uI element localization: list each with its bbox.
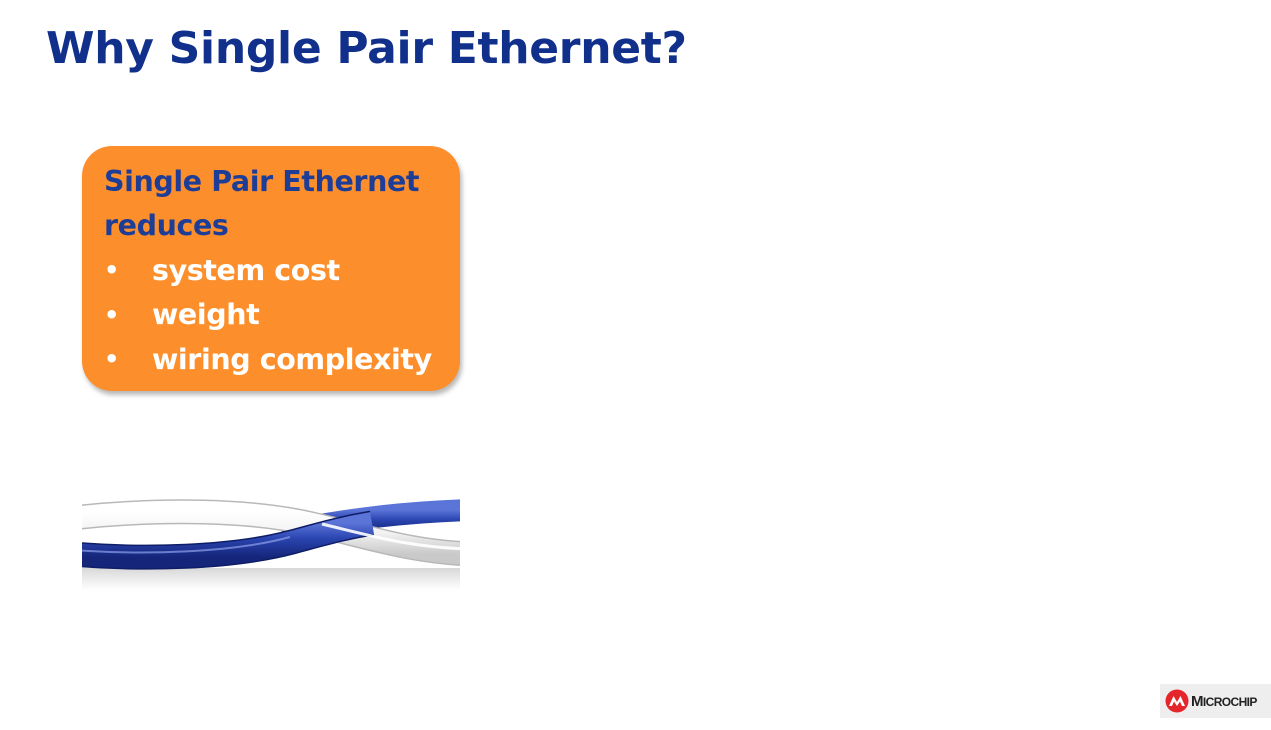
benefit-label: wiring complexity [152, 342, 432, 376]
benefit-label: system cost [152, 253, 340, 287]
callout-heading: Single Pair Ethernet reduces [104, 165, 420, 242]
bullet-icon: • [104, 256, 119, 285]
logo-letters-small: ICROCHIP [1202, 694, 1257, 709]
benefits-callout-box: Single Pair Ethernet reduces • system co… [82, 146, 460, 391]
benefit-item: • system cost [104, 248, 460, 293]
brand-logo-text: MICROCHIP [1191, 693, 1257, 710]
microchip-logo-icon [1165, 689, 1189, 713]
bullet-icon: • [104, 345, 119, 374]
twisted-pair-cable-image [82, 499, 460, 590]
benefit-item: • weight [104, 293, 460, 338]
microchip-logo: MICROCHIP [1160, 684, 1271, 718]
logo-letter-large: M [1191, 692, 1204, 710]
benefits-list: • system cost • weight • wiring complexi… [104, 248, 460, 382]
benefit-item: • wiring complexity [104, 337, 460, 382]
benefit-label: weight [152, 298, 260, 332]
slide-title: Why Single Pair Ethernet? [46, 23, 687, 74]
bullet-icon: • [104, 300, 119, 329]
